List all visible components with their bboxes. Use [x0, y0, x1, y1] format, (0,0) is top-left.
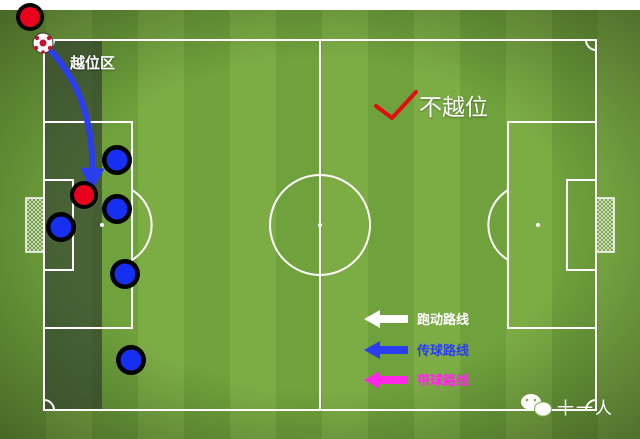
left-goal — [25, 197, 45, 253]
arrow-left-icon — [364, 310, 408, 328]
right-penalty-arc — [487, 189, 509, 261]
defender-player-3 — [46, 212, 76, 242]
attacker-player-top — [16, 3, 44, 31]
arrow-left-icon — [364, 341, 408, 359]
left-penalty-arc — [131, 189, 153, 261]
arrow-left-icon — [364, 371, 408, 389]
center-spot — [318, 223, 322, 227]
corner-arc-tr — [585, 39, 597, 51]
watermark-text: 十一人 — [557, 399, 614, 419]
corner-arc-br — [585, 399, 597, 411]
attacker-player-receiver — [70, 181, 98, 209]
defender-player-4 — [110, 259, 140, 289]
legend-dribble-label: 带球路线 — [417, 374, 470, 389]
defender-player-5 — [116, 345, 146, 375]
center-circle — [269, 174, 371, 276]
legend-run-label: 跑动路线 — [417, 313, 470, 328]
checkmark-icon — [374, 90, 418, 120]
defender-player-2 — [102, 194, 132, 224]
not-offside-label: 不越位 — [419, 95, 488, 121]
right-penalty-spot — [536, 223, 540, 227]
offside-zone-label: 越位区 — [70, 54, 116, 72]
wechat-icon — [521, 394, 552, 417]
pass-route — [43, 43, 105, 192]
grass-stripes — [0, 10, 640, 439]
right-goal — [595, 197, 615, 253]
corner-arc-bl — [43, 399, 55, 411]
left-penalty-spot — [100, 223, 104, 227]
football-icon — [32, 32, 54, 54]
defender-player-1 — [102, 145, 132, 175]
legend-pass-label: 传球路线 — [417, 344, 470, 359]
